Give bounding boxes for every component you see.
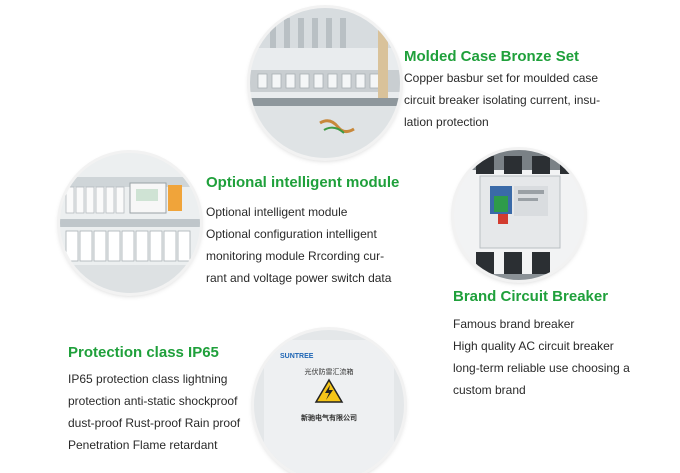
desc-line: custom brand: [453, 383, 526, 397]
desc-line: monitoring module Rrcording cur-: [206, 249, 385, 263]
desc-line: circuit breaker isolating current, insu-: [404, 93, 601, 107]
desc-line: IP65 protection class lightning: [68, 372, 228, 386]
module-illustration: [60, 153, 200, 293]
copper-busbar-photo: [250, 8, 400, 158]
enclosure-label-top: 光伏防雷汇流箱: [305, 367, 354, 376]
desc-line: dust-proof Rust-proof Rain proof: [68, 416, 241, 430]
desc-line: lation protection: [404, 115, 489, 129]
desc-line: High quality AC circuit breaker: [453, 339, 614, 353]
desc-line: Copper basbur set for moulded case: [404, 71, 599, 85]
feature-title-bronze-set: Molded Case Bronze Set: [404, 48, 580, 65]
feature-desc-intelligent-module: Optional intelligent module Optional con…: [206, 201, 391, 289]
enclosure-brand-text: SUNTREE: [280, 353, 314, 360]
feature-title-intelligent-module: Optional intelligent module: [206, 174, 400, 191]
ip65-enclosure-photo: SUNTREE 光伏防雷汇流箱 新驰电气有限公司: [254, 330, 404, 473]
breaker-illustration: [454, 150, 584, 280]
feature-desc-bronze-set: Copper basbur set for moulded case circu…: [404, 67, 600, 133]
desc-line: Famous brand breaker: [453, 317, 575, 331]
feature-title-circuit-breaker: Brand Circuit Breaker: [453, 288, 609, 305]
desc-line: rant and voltage power switch data: [206, 271, 392, 285]
feature-desc-ip65: IP65 protection class lightning protecti…: [68, 368, 240, 456]
enclosure-illustration: SUNTREE 光伏防雷汇流箱 新驰电气有限公司: [254, 330, 404, 473]
desc-line: Penetration Flame retardant: [68, 438, 218, 452]
desc-line: long-term reliable use choosing a: [453, 361, 630, 375]
busbar-illustration: [250, 8, 400, 158]
feature-desc-circuit-breaker: Famous brand breaker High quality AC cir…: [453, 313, 630, 401]
desc-line: protection anti-static shockproof: [68, 394, 238, 408]
intelligent-module-photo: [60, 153, 200, 293]
desc-line: Optional intelligent module: [206, 205, 348, 219]
enclosure-label-bottom: 新驰电气有限公司: [301, 413, 357, 422]
desc-line: Optional configuration intelligent: [206, 227, 377, 241]
circuit-breaker-photo: [454, 150, 584, 280]
feature-title-ip65: Protection class IP65: [68, 344, 219, 361]
